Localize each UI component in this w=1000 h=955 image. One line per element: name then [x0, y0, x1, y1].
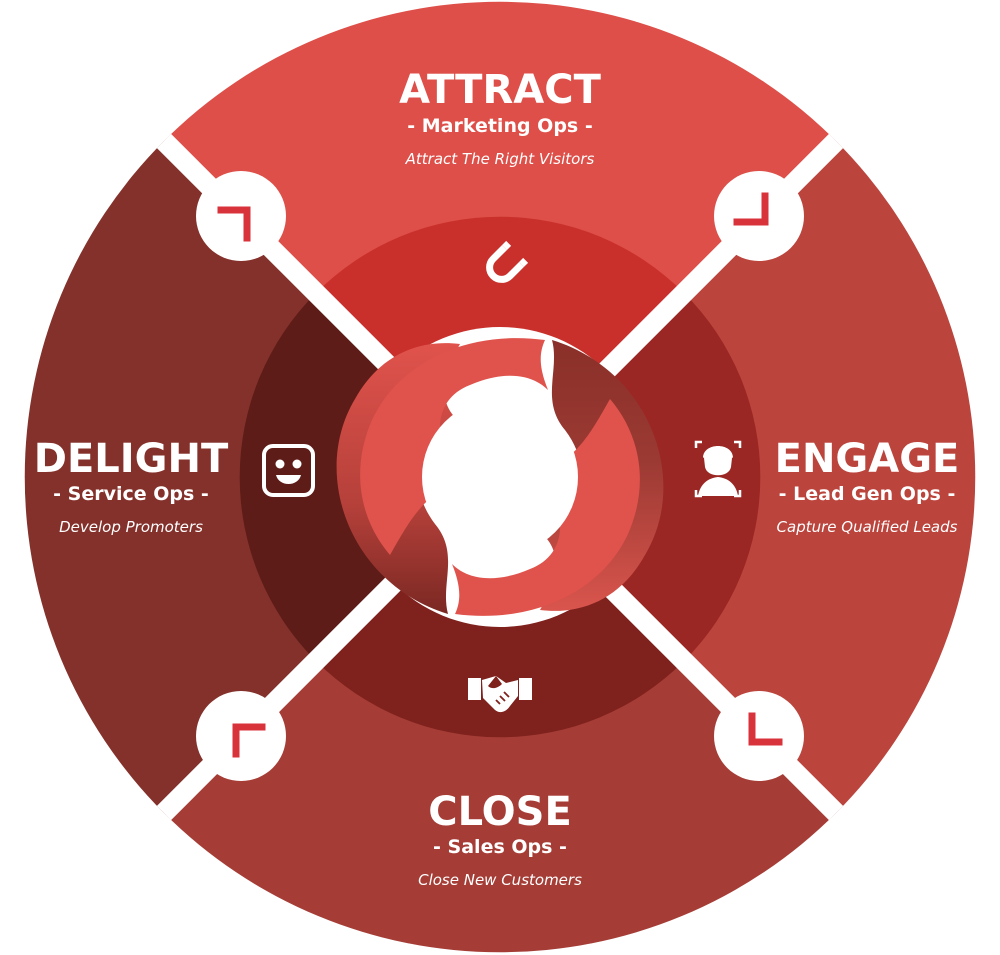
delight-tagline: Develop Promoters [59, 518, 203, 536]
center-swirl-main [360, 338, 548, 555]
handshake-icon [468, 676, 532, 713]
engage-ops: - Lead Gen Ops - [779, 483, 956, 505]
close-title: CLOSE [428, 789, 572, 835]
engage-tagline: Capture Qualified Leads [777, 518, 958, 536]
arrow-node-bottom-left [196, 691, 286, 781]
magnet-icon [486, 240, 529, 283]
arrow-node-bottom-right [714, 691, 804, 781]
arrow-node-top-left [196, 171, 286, 261]
delight-ops: - Service Ops - [53, 483, 209, 505]
attract-title: ATTRACT [399, 67, 601, 113]
attract-tagline: Attract The Right Visitors [405, 150, 595, 168]
arrow-node-top-right [714, 171, 804, 261]
delight-title: DELIGHT [34, 436, 229, 482]
center-swirl-main-bottom [452, 399, 640, 616]
engage-title: ENGAGE [775, 436, 960, 482]
attract-ops: - Marketing Ops - [407, 115, 593, 137]
smiley-icon [262, 444, 315, 497]
face-scan-icon [694, 440, 742, 498]
center-hole [422, 399, 578, 555]
close-tagline: Close New Customers [418, 871, 582, 889]
close-ops: - Sales Ops - [433, 836, 567, 858]
